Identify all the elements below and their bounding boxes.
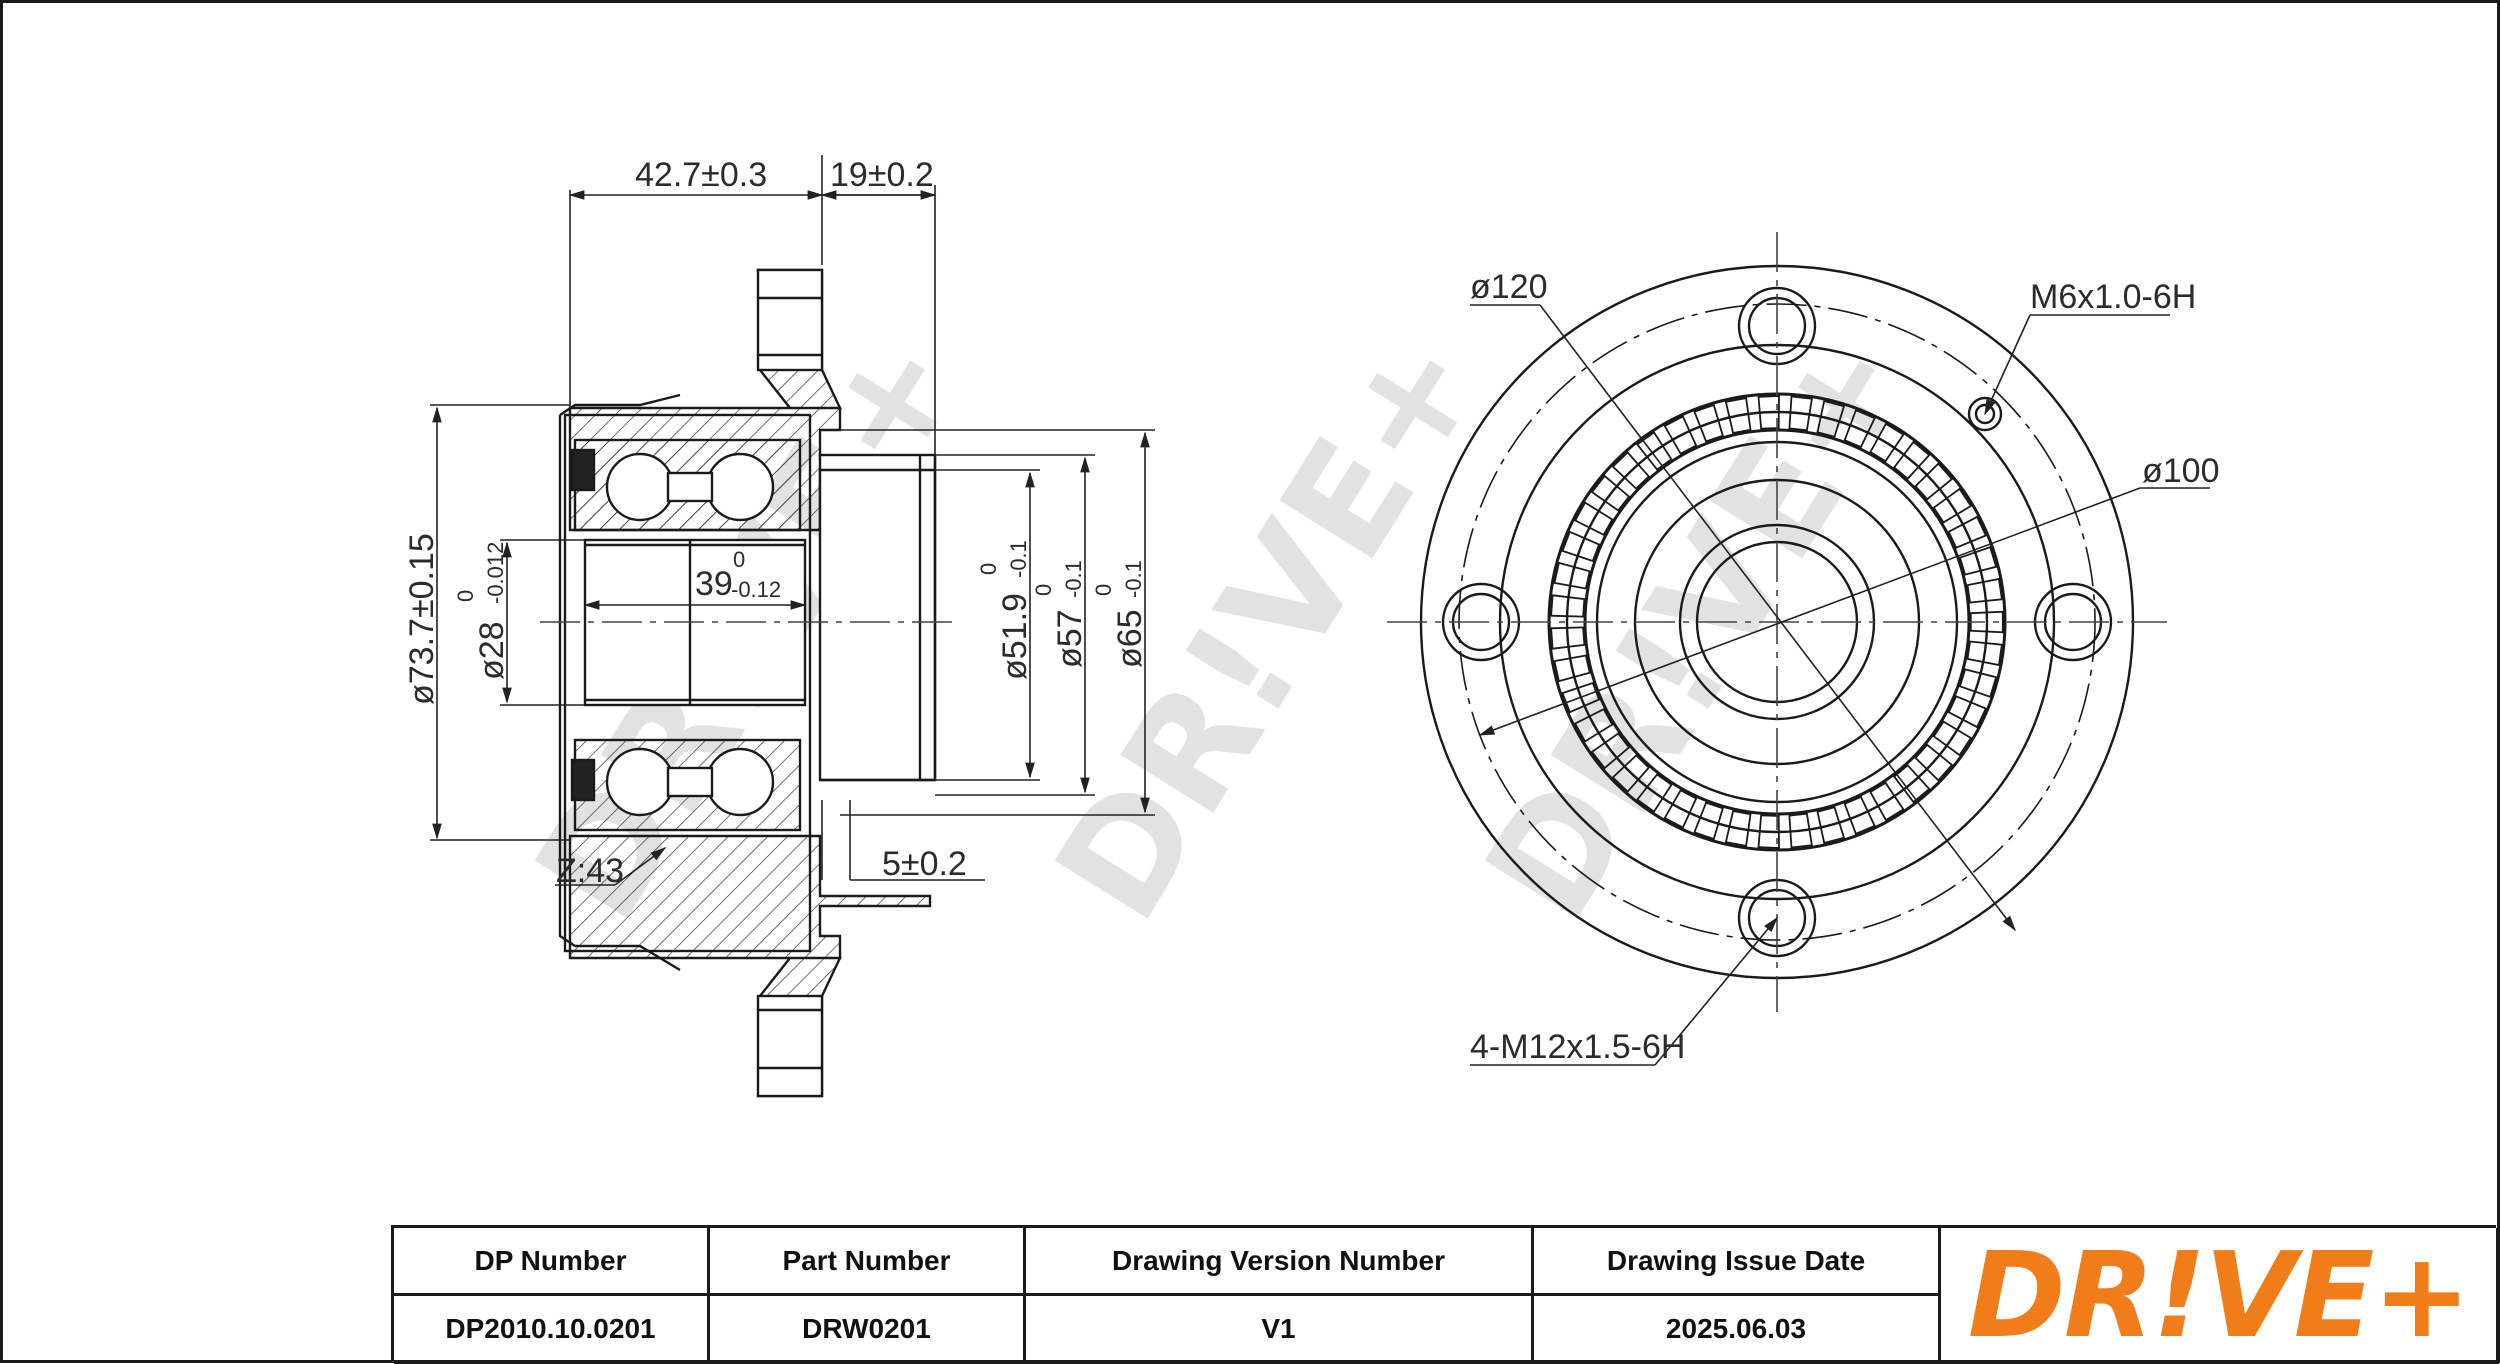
abs-tooth xyxy=(1788,395,1813,432)
dim-d65-tol-upper: 0 xyxy=(1091,584,1116,596)
abs-tooth xyxy=(1590,732,1631,770)
ball-2 xyxy=(705,452,775,522)
upper-stud-hole xyxy=(756,268,824,372)
seal-upper xyxy=(570,448,596,492)
abs-tooth xyxy=(1573,501,1614,536)
dim-inner-width: 39 xyxy=(695,565,733,603)
abs-teeth xyxy=(1550,395,2004,849)
header-dp-number: DP Number xyxy=(394,1228,710,1296)
value-part-number: DRW0201 xyxy=(710,1296,1026,1364)
abs-tooth xyxy=(1561,530,1601,563)
header-part-number: Part Number xyxy=(710,1228,1026,1296)
dim-d51-tol-upper: 0 xyxy=(976,563,1001,575)
header-drawing-version: Drawing Version Number xyxy=(1026,1228,1534,1296)
abs-tooth xyxy=(1892,440,1931,480)
dim-outer-diameter: ø73.7±0.15 xyxy=(403,533,441,705)
abs-tooth xyxy=(1869,781,1905,822)
dim-d57-tol-lower: -0.1 xyxy=(1061,560,1086,598)
ball-3 xyxy=(605,747,675,817)
header-issue-date: Drawing Issue Date xyxy=(1534,1228,1941,1296)
m6-hole xyxy=(1967,396,2003,432)
abs-tooth xyxy=(1561,681,1601,714)
abs-tooth xyxy=(1969,610,2004,634)
abs-tooth xyxy=(1892,764,1931,804)
abs-tooth xyxy=(1958,545,1998,576)
front-leaders xyxy=(1470,304,2210,1066)
abs-tooth xyxy=(1843,409,1876,449)
abs-tooth xyxy=(1636,773,1673,813)
abs-tooth xyxy=(1550,594,1586,618)
front-centerlines xyxy=(1387,232,2167,1012)
dim-small-thread: M6x1.0-6H xyxy=(2030,278,2196,316)
abs-tooth xyxy=(1550,626,1586,650)
front-labels: ø120 M6x1.0-6H ø100 4-M12x1.5-6H xyxy=(1470,268,2220,1066)
dim-d57-tol-upper: 0 xyxy=(1031,584,1056,596)
abs-tooth xyxy=(1932,720,1973,757)
abs-ring-mid xyxy=(1565,410,1989,834)
abs-tooth xyxy=(1966,640,2003,667)
abs-tooth xyxy=(1843,795,1876,835)
abs-tooth xyxy=(1611,754,1651,793)
dim-bore-tol-upper: 0 xyxy=(453,590,478,602)
abs-tooth xyxy=(1663,415,1698,455)
dim-bolt-thread: 4-M12x1.5-6H xyxy=(1470,1028,1685,1066)
dim-bore-tol-lower: -0.012 xyxy=(483,542,508,604)
abs-tooth xyxy=(1816,806,1846,845)
abs-tooth xyxy=(1724,397,1752,435)
abs-tooth xyxy=(1693,403,1724,443)
lower-stud-hole xyxy=(756,994,824,1098)
abs-tooth xyxy=(1724,809,1752,847)
abs-tooth xyxy=(1947,695,1988,729)
dim-pcd-outer: ø120 xyxy=(1470,268,1548,306)
brand-logo: DR!VE+ xyxy=(1967,1225,2471,1364)
abs-tooth xyxy=(1636,431,1673,471)
abs-tooth xyxy=(1966,577,2003,604)
seal-lower xyxy=(570,758,596,802)
abs-tooth xyxy=(1553,561,1591,590)
abs-tooth xyxy=(1573,708,1614,743)
abs-tooth xyxy=(1816,399,1846,438)
dim-d57: ø57 xyxy=(1051,609,1089,668)
ball-4 xyxy=(705,747,775,817)
dim-inner-width-tol-lower: -0.12 xyxy=(731,577,781,602)
abs-tooth xyxy=(1693,801,1724,841)
dim-teeth: Z:43 xyxy=(556,852,624,890)
value-drawing-version: V1 xyxy=(1026,1296,1534,1364)
abs-tooth xyxy=(1914,462,1954,501)
dim-d65: ø65 xyxy=(1111,609,1149,668)
ball-1 xyxy=(605,452,675,522)
section-dimensions xyxy=(430,155,1155,886)
abs-tooth xyxy=(1869,422,1905,463)
dim-flange-width: 19±0.2 xyxy=(830,156,934,194)
logo-cell: DR!VE+ xyxy=(1941,1228,2499,1364)
dim-offset: 5±0.2 xyxy=(882,845,967,883)
title-block: DP Number Part Number Drawing Version Nu… xyxy=(391,1225,2499,1364)
abs-tooth xyxy=(1788,812,1813,849)
abs-tooth xyxy=(1553,654,1591,683)
abs-tooth xyxy=(1611,451,1651,490)
abs-tooth xyxy=(1932,487,1973,524)
dim-d51: ø51.9 xyxy=(996,593,1034,680)
watermark-text-3: DR!VE+ xyxy=(1453,303,1946,949)
abs-tooth xyxy=(1757,814,1780,849)
spigot xyxy=(818,453,937,782)
dim-d65-tol-lower: -0.1 xyxy=(1121,560,1146,598)
dim-bore-diameter: ø28 xyxy=(473,621,511,680)
value-issue-date: 2025.06.03 xyxy=(1534,1296,1941,1364)
abs-tooth xyxy=(1663,789,1698,829)
dim-pcd-bolt: ø100 xyxy=(2142,452,2220,490)
dim-width-total: 42.7±0.3 xyxy=(635,156,767,194)
section-view xyxy=(558,268,937,1098)
dim-inner-width-tol-upper: 0 xyxy=(733,547,745,572)
value-dp-number: DP2010.10.0201 xyxy=(394,1296,710,1364)
abs-tooth xyxy=(1958,668,1998,699)
dim-d51-tol-lower: -0.1 xyxy=(1006,540,1031,578)
abs-tooth xyxy=(1947,515,1988,549)
abs-tooth xyxy=(1914,743,1954,782)
section-labels: 42.7±0.3 19±0.2 5±0.2 Z:43 ø73.7±0.15 ø2… xyxy=(403,156,1149,890)
abs-tooth xyxy=(1590,474,1631,512)
abs-tooth xyxy=(1757,395,1780,430)
